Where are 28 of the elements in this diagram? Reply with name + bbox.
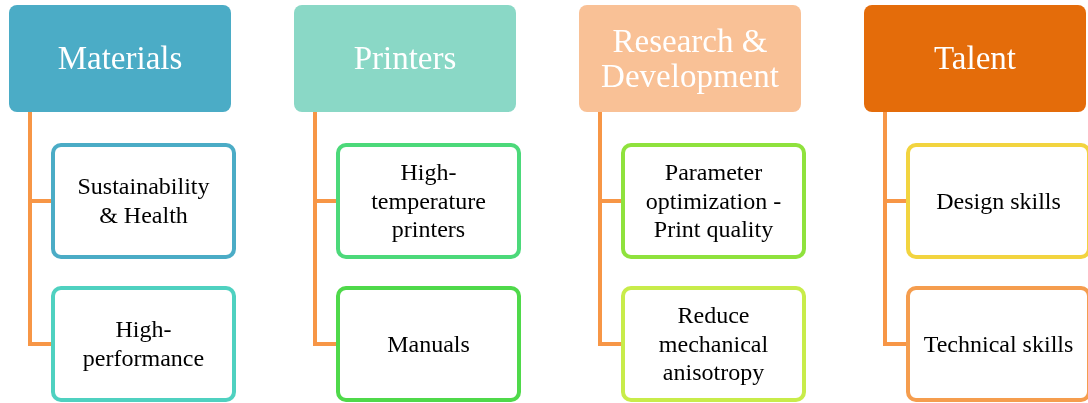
node-text: Research & Development <box>600 23 780 94</box>
node-text: High-performance <box>81 315 206 373</box>
category-header <box>294 5 516 112</box>
topic-box <box>906 143 1088 259</box>
topic-box <box>336 286 521 402</box>
node-text: High-temperature printers <box>370 157 487 245</box>
topic-box <box>336 143 521 259</box>
node-text: Materials <box>57 41 183 76</box>
node-text: Parameter optimization - Print quality <box>644 157 783 245</box>
node-text: Talent <box>934 41 1016 76</box>
category-header <box>579 5 801 112</box>
topic-box <box>621 143 806 259</box>
topic-box <box>906 286 1088 402</box>
connector-line <box>313 112 336 346</box>
topic-box <box>51 143 236 259</box>
connector-line <box>598 112 621 346</box>
topic-box <box>51 286 236 402</box>
connector-line <box>28 112 51 346</box>
node-text: Manuals <box>387 329 470 359</box>
category-header <box>864 5 1086 112</box>
node-text: Reduce mechanical anisotropy <box>657 300 770 388</box>
topic-box <box>621 286 806 402</box>
category-header <box>9 5 231 112</box>
node-text: Sustainability & Health <box>76 172 211 230</box>
node-text: Design skills <box>936 186 1061 216</box>
connector-line <box>883 112 906 346</box>
node-text: Technical skills <box>923 329 1074 359</box>
node-text: Printers <box>353 41 457 76</box>
